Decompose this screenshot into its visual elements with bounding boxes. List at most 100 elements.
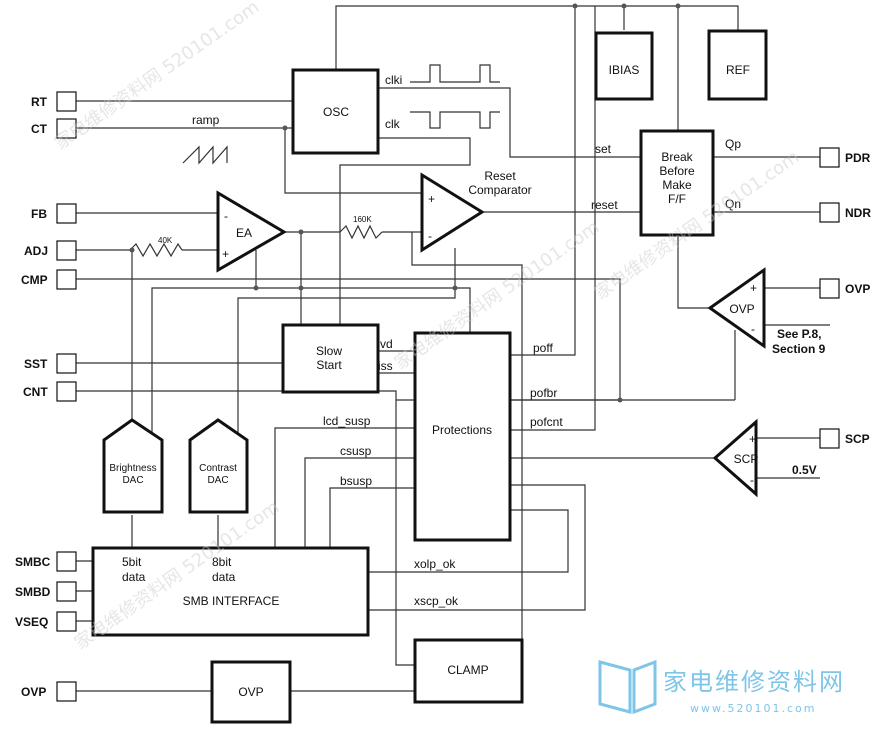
ovp-comparator: [707, 267, 766, 349]
osc-label: OSC: [323, 105, 349, 119]
clk-waveform-icon: [410, 111, 500, 129]
resistor-40k: [129, 242, 183, 258]
pin-ct: CT: [31, 122, 48, 136]
clamp-block: [413, 638, 524, 704]
pin-rt: RT: [31, 95, 48, 109]
pin-cmp: CMP: [21, 273, 48, 287]
sig-iss: iss: [378, 359, 393, 373]
sig-qp: Qp: [725, 137, 741, 151]
bbm-line-2: Before: [659, 164, 695, 178]
osc-block: [291, 68, 380, 155]
pin-pdr: PDR: [845, 151, 871, 165]
sig-clki: clki: [385, 73, 402, 87]
pin-scp: SCP: [845, 432, 870, 446]
sig-csusp: csusp: [340, 444, 372, 458]
protections-label: Protections: [432, 423, 492, 437]
brightness-dac-line-1: Brightness: [109, 463, 156, 474]
reset-comp-line-1: Reset: [484, 169, 516, 183]
ea-minus: -: [224, 209, 228, 223]
ibias-block: [594, 31, 654, 101]
scp-plus: +: [749, 432, 756, 446]
sig-poff: poff: [533, 341, 553, 355]
sig-clk: clk: [385, 117, 401, 131]
data5-label: data: [122, 570, 146, 584]
smb-label: SMB INTERFACE: [183, 594, 280, 608]
sig-bsusp: bsusp: [340, 474, 372, 488]
ref-label: REF: [726, 63, 750, 77]
res-40k-label: 40K: [158, 236, 173, 245]
sig-pofbr: pofbr: [530, 386, 557, 400]
bits5-label: 5bit: [122, 555, 142, 569]
contrast-dac: [188, 418, 249, 514]
pin-ndr: NDR: [845, 206, 871, 220]
ramp-waveform-icon: [182, 145, 228, 165]
pin-smbd: SMBD: [15, 585, 51, 599]
note-section9: Section 9: [772, 342, 826, 356]
pin-adj: ADJ: [24, 244, 48, 258]
contrast-dac-line-1: Contrast: [199, 463, 237, 474]
clamp-label: CLAMP: [447, 663, 488, 677]
pin-ovp-left: OVP: [21, 685, 46, 699]
watermark-diag-1: 家电维修资料网 520101.com: [51, 0, 263, 154]
scp-comparator: [712, 418, 758, 498]
junction-dots: [129, 3, 681, 403]
ea-amplifier: [216, 190, 287, 273]
protections-block: [413, 331, 512, 542]
sig-ramp: ramp: [192, 113, 220, 127]
pin-sst: SST: [24, 357, 48, 371]
slow-start-line-2: Start: [316, 358, 342, 372]
sig-xolp-ok: xolp_ok: [414, 557, 456, 571]
sig-set: set: [595, 142, 612, 156]
slow-start-block: [281, 323, 380, 394]
brightness-dac-line-2: DAC: [122, 475, 143, 486]
brightness-dac: [102, 418, 164, 514]
sig-vd: vd: [380, 337, 393, 351]
bbm-line-3: Make: [662, 178, 692, 192]
scp-comp-label: SCP: [734, 452, 759, 466]
sig-reset: reset: [591, 198, 618, 212]
note-see-p8: See P.8,: [777, 327, 821, 341]
resistor-160k: [339, 224, 383, 240]
pin-vseq: VSEQ: [15, 615, 48, 629]
scp-minus: -: [750, 473, 754, 487]
ref-05v-label: 0.5V: [792, 463, 817, 477]
pin-cnt: CNT: [23, 385, 48, 399]
rc-plus: +: [428, 192, 435, 206]
ea-label: EA: [236, 226, 252, 240]
site-logo: 家电维修资料网 www.520101.com: [598, 659, 845, 715]
reset-comp-line-2: Comparator: [468, 183, 531, 197]
ea-plus: +: [222, 247, 229, 261]
sig-xscp-ok: xscp_ok: [414, 594, 459, 608]
clki-waveform-icon: [410, 64, 500, 83]
ibias-label: IBIAS: [609, 63, 640, 77]
ref-block: [707, 29, 768, 101]
bits8-label: 8bit: [212, 555, 232, 569]
ovp-minus: -: [751, 322, 755, 336]
sig-pofcnt: pofcnt: [530, 415, 563, 429]
ovp-plus: +: [750, 281, 757, 295]
sig-qn: Qn: [725, 197, 741, 211]
contrast-dac-line-2: DAC: [207, 475, 228, 486]
logo-url: www.520101.com: [690, 702, 816, 715]
break-before-make-block: [639, 129, 715, 237]
right-pins: [819, 147, 840, 449]
pin-fb: FB: [31, 207, 47, 221]
logo-text: 家电维修资料网: [663, 668, 845, 696]
smb-interface-block: [91, 546, 370, 637]
sig-lcd-susp: lcd_susp: [323, 414, 371, 428]
slow-start-line-1: Slow: [316, 344, 342, 358]
pin-ovp-right: OVP: [845, 282, 870, 296]
pin-smbc: SMBC: [15, 555, 51, 569]
res-160k-label: 160K: [353, 215, 372, 224]
data8-label: data: [212, 570, 236, 584]
ovp-block: [210, 660, 292, 724]
ovp-comp-label: OVP: [729, 302, 754, 316]
bbm-line-1: Break: [661, 150, 693, 164]
rc-minus: -: [428, 229, 432, 243]
wires: [76, 5, 830, 692]
bbm-line-4: F/F: [668, 192, 686, 206]
ovp-block-label: OVP: [238, 685, 263, 699]
left-pins: [56, 91, 77, 702]
reset-comparator: [420, 172, 485, 253]
